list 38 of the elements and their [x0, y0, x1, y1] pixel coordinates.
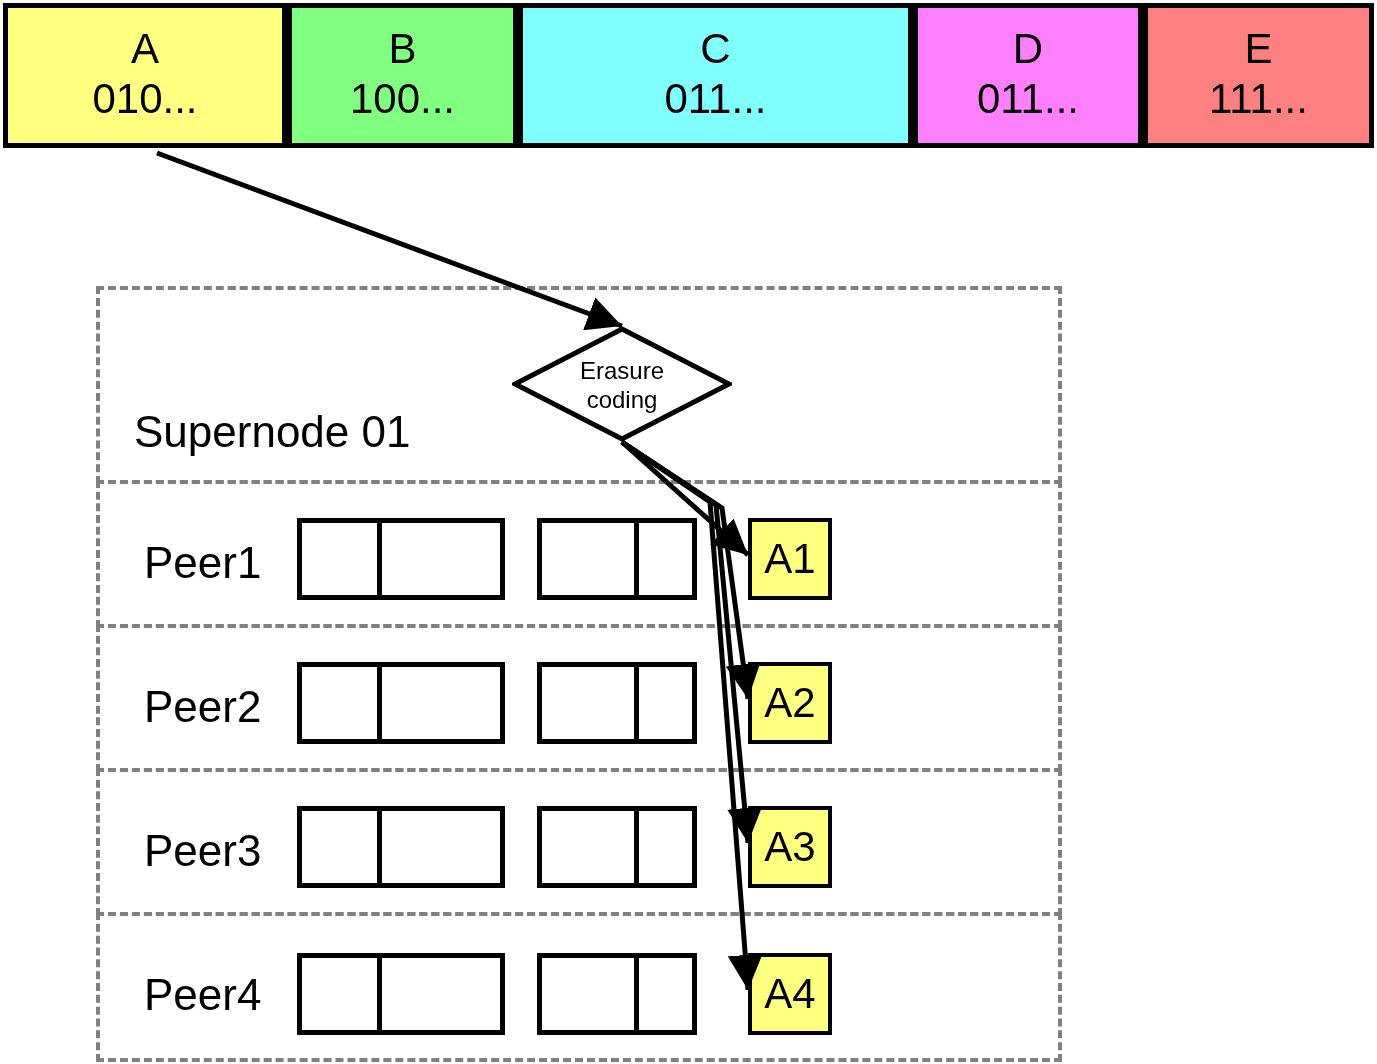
block-label: D	[1011, 24, 1045, 74]
fragment-box	[748, 806, 832, 888]
fragment-label: A2	[763, 678, 817, 728]
storage-box	[537, 806, 697, 888]
fragment-label: A1	[763, 534, 817, 584]
data-block	[1143, 3, 1374, 148]
group-label: Peer2	[144, 682, 262, 732]
group-label: Peer1	[144, 538, 262, 588]
block-label: B	[387, 24, 418, 74]
fragment-label: A3	[763, 822, 817, 872]
fragment-box	[748, 662, 832, 744]
dashed-group-box	[96, 912, 1062, 1062]
fragment-box	[748, 518, 832, 600]
bit-prefix: 010...	[91, 74, 199, 124]
bit-prefix: 111...	[1208, 74, 1309, 124]
group-label: Supernode 01	[134, 407, 411, 457]
block-label: E	[1243, 24, 1274, 74]
bit-prefix: 011...	[663, 74, 768, 124]
diamond-label: Erasure coding	[578, 356, 665, 414]
group-label: Peer4	[144, 970, 262, 1020]
data-block	[3, 3, 287, 148]
decision-diamond	[512, 326, 732, 442]
arrow	[156, 150, 623, 331]
fragment-label: A4	[763, 969, 817, 1019]
bit-prefix: 011...	[976, 74, 1080, 124]
fragment-box	[748, 953, 832, 1035]
block-label: A	[130, 24, 160, 74]
storage-box	[297, 662, 505, 744]
arrow	[620, 439, 763, 991]
block-label: C	[699, 24, 732, 74]
group-label: Peer3	[144, 826, 262, 876]
storage-box	[537, 953, 697, 1035]
storage-box	[297, 806, 505, 888]
storage-box	[297, 518, 505, 600]
storage-box	[537, 662, 697, 744]
storage-box	[297, 953, 505, 1035]
storage-box	[537, 518, 697, 600]
bit-prefix: 100...	[348, 74, 457, 124]
